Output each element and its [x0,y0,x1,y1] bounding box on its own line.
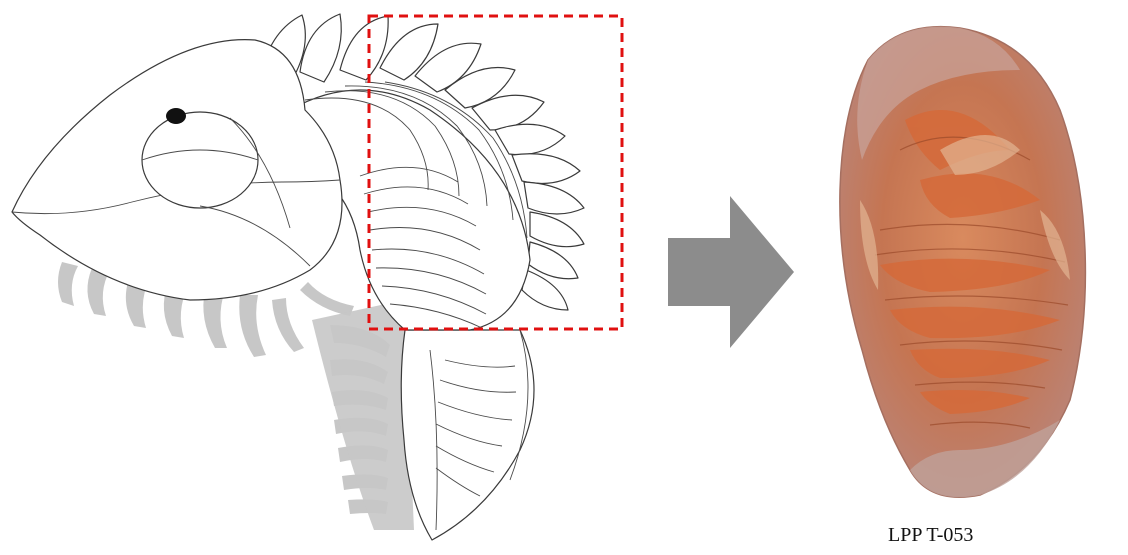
trilobite-line-drawing [12,14,584,540]
fossil-photo [840,27,1086,498]
eye-icon [166,108,186,124]
trilobite-legs [58,262,414,530]
trilobite-pygidium [401,330,534,540]
trilobite-cephalon [12,40,342,300]
arrow-right-icon [668,196,794,348]
specimen-label: LPP T-053 [888,524,1088,547]
